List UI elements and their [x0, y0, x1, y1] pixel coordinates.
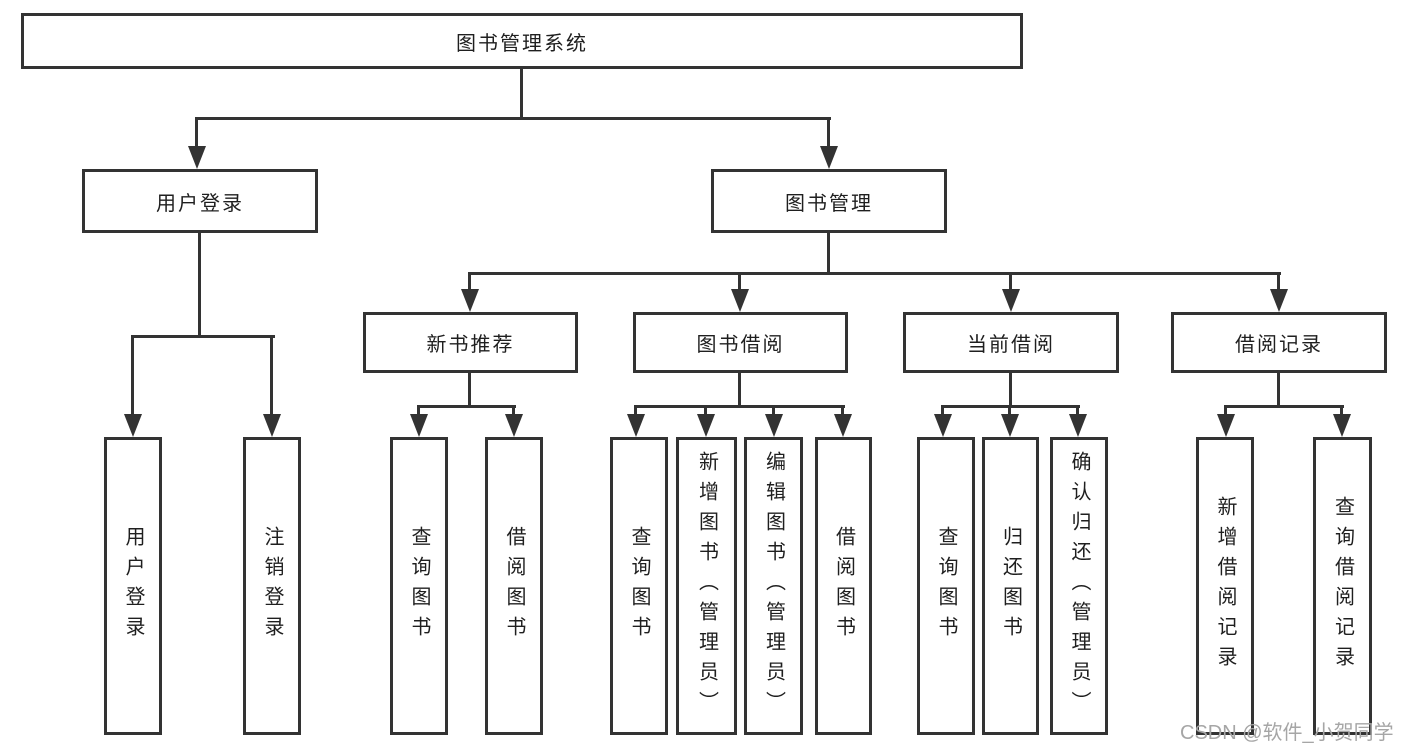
node-bb-query-books-label: 查询图书 — [628, 526, 650, 646]
node-cb-confirm-return-admin-label: 确认归还（管理员） — [1068, 451, 1090, 721]
connector-line — [132, 335, 275, 338]
node-user-login-label: 用户登录 — [122, 526, 144, 646]
connector-line — [1224, 405, 1227, 416]
node-nb-query-books: 查询图书 — [390, 437, 448, 735]
node-br-add-record: 新增借阅记录 — [1196, 437, 1254, 735]
connector-line — [1277, 373, 1280, 407]
node-root-label: 图书管理系统 — [456, 32, 588, 55]
connector-line — [1076, 405, 1079, 416]
node-book-management-label: 图书管理 — [785, 192, 873, 215]
arrow-down-icon — [461, 289, 479, 312]
arrow-down-icon — [765, 414, 783, 437]
node-bb-add-books-admin-label: 新增图书（管理员） — [695, 451, 718, 721]
connector-line — [841, 405, 844, 416]
node-cb-query-books: 查询图书 — [917, 437, 975, 735]
connector-line — [196, 117, 831, 120]
connector-line — [827, 233, 830, 275]
connector-line — [270, 335, 273, 416]
node-user-login-group: 用户登录 — [82, 169, 318, 233]
arrow-down-icon — [505, 414, 523, 437]
connector-line — [634, 405, 845, 408]
node-nb-query-books-label: 查询图书 — [408, 526, 430, 646]
node-nb-borrow-books-label: 借阅图书 — [503, 526, 525, 646]
arrow-down-icon — [1069, 414, 1087, 437]
node-new-book-recommend-label: 新书推荐 — [426, 334, 515, 356]
node-bb-add-books-admin: 新增图书（管理员） — [676, 437, 737, 735]
connector-line — [468, 373, 471, 407]
arrow-down-icon — [731, 289, 749, 312]
node-cb-confirm-return-admin: 确认归还（管理员） — [1050, 437, 1108, 735]
connector-line — [195, 117, 198, 148]
connector-line — [941, 405, 944, 416]
arrow-down-icon — [627, 414, 645, 437]
node-nb-borrow-books: 借阅图书 — [485, 437, 543, 735]
arrow-down-icon — [410, 414, 428, 437]
arrow-down-icon — [1270, 289, 1288, 312]
arrow-down-icon — [263, 414, 281, 437]
connector-line — [417, 405, 516, 408]
arrow-down-icon — [124, 414, 142, 437]
arrow-down-icon — [1001, 414, 1019, 437]
node-book-borrow-label: 图书借阅 — [696, 334, 785, 356]
arrow-down-icon — [834, 414, 852, 437]
connector-line — [417, 405, 420, 416]
node-cb-return-books: 归还图书 — [982, 437, 1039, 735]
connector-line — [468, 272, 471, 291]
node-br-query-record: 查询借阅记录 — [1313, 437, 1372, 735]
arrow-down-icon — [1002, 289, 1020, 312]
watermark: CSDN @软件_小贺同学 — [1180, 722, 1394, 744]
connector-line — [1009, 272, 1012, 291]
connector-line — [1009, 373, 1012, 407]
connector-line — [704, 405, 707, 416]
node-new-book-recommend: 新书推荐 — [363, 312, 578, 373]
node-logout-label: 注销登录 — [261, 526, 283, 646]
node-book-management: 图书管理 — [711, 169, 947, 233]
arrow-down-icon — [820, 146, 838, 169]
node-br-add-record-label: 新增借阅记录 — [1214, 496, 1236, 676]
node-bb-edit-books-admin-label: 编辑图书（管理员） — [762, 451, 785, 721]
node-cb-return-books-label: 归还图书 — [999, 526, 1022, 646]
arrow-down-icon — [188, 146, 206, 169]
connector-line — [1008, 405, 1011, 416]
node-user-login: 用户登录 — [104, 437, 162, 735]
node-bb-borrow-books-label: 借阅图书 — [832, 526, 855, 646]
connector-line — [1340, 405, 1343, 416]
connector-line — [131, 335, 134, 416]
node-bb-query-books: 查询图书 — [610, 437, 668, 735]
connector-line — [468, 272, 1281, 275]
node-current-borrow-label: 当前借阅 — [967, 334, 1055, 356]
node-borrow-records-label: 借阅记录 — [1235, 334, 1323, 356]
connector-line — [198, 233, 201, 337]
node-br-query-record-label: 查询借阅记录 — [1331, 496, 1354, 676]
connector-line — [827, 117, 830, 148]
connector-line — [772, 405, 775, 416]
node-root: 图书管理系统 — [21, 13, 1023, 69]
node-book-borrow: 图书借阅 — [633, 312, 848, 373]
node-current-borrow: 当前借阅 — [903, 312, 1119, 373]
connector-line — [1224, 405, 1344, 408]
node-borrow-records: 借阅记录 — [1171, 312, 1387, 373]
arrow-down-icon — [1333, 414, 1351, 437]
connector-line — [738, 373, 741, 407]
node-user-login-group-label: 用户登录 — [156, 192, 244, 215]
connector-line — [520, 69, 523, 120]
node-bb-borrow-books: 借阅图书 — [815, 437, 872, 735]
arrow-down-icon — [697, 414, 715, 437]
node-bb-edit-books-admin: 编辑图书（管理员） — [744, 437, 803, 735]
connector-line — [738, 272, 741, 291]
node-logout: 注销登录 — [243, 437, 301, 735]
connector-line — [634, 405, 637, 416]
connector-line — [512, 405, 515, 416]
arrow-down-icon — [1217, 414, 1235, 437]
connector-line — [1277, 272, 1280, 291]
node-cb-query-books-label: 查询图书 — [935, 526, 957, 646]
arrow-down-icon — [934, 414, 952, 437]
